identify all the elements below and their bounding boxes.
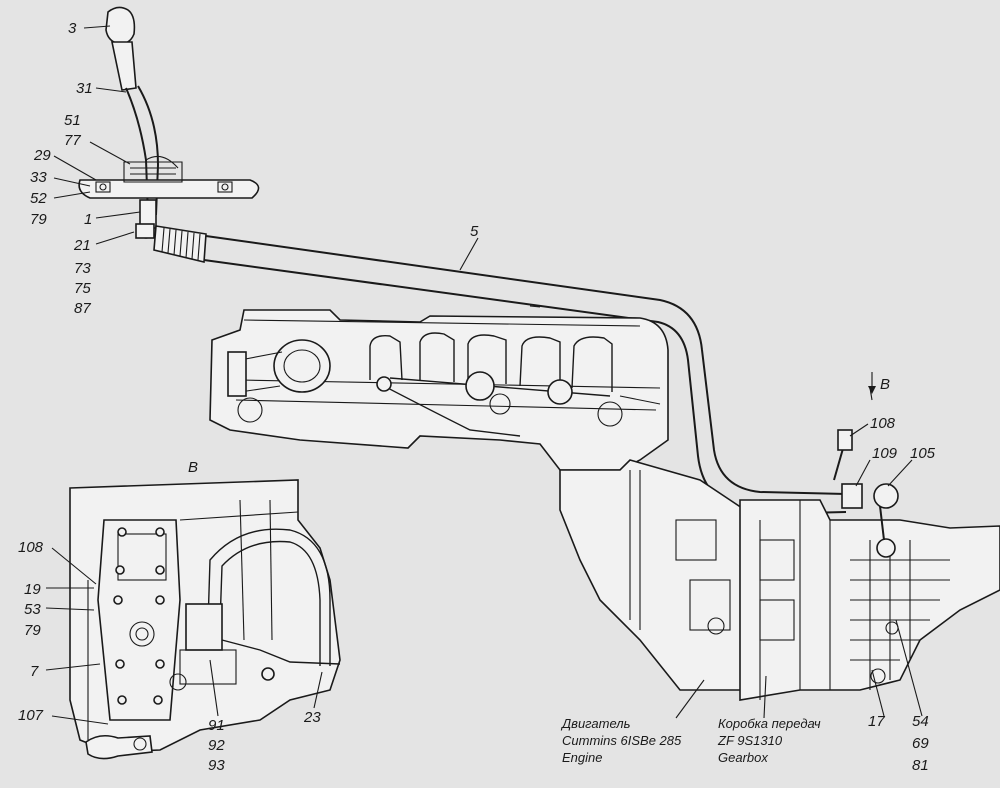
engine-caption-model: Cummins 6ISBe 285 (562, 733, 682, 748)
gearbox-outline (739, 429, 1000, 701)
label-23: 23 (303, 709, 321, 726)
label-view-b: B (188, 459, 198, 476)
view-b-arrow (868, 372, 876, 394)
label-91: 91 (208, 717, 225, 734)
engine-caption-ru: Двигатель (560, 716, 631, 731)
label-77: 77 (64, 132, 81, 149)
label-109: 109 (872, 445, 898, 462)
label-108-main: 108 (870, 415, 896, 432)
label-19: 19 (24, 581, 41, 598)
label-73: 73 (74, 260, 91, 277)
label-93: 93 (208, 757, 225, 774)
label-79-top: 79 (30, 211, 47, 228)
label-17: 17 (868, 713, 885, 730)
label-21: 21 (73, 237, 91, 254)
label-107: 107 (18, 707, 44, 724)
label-31: 31 (76, 80, 93, 97)
gearbox-caption: Коробка передач ZF 9S1310 Gearbox (717, 716, 821, 765)
engine-caption: Двигатель Cummins 6ISBe 285 Engine (560, 716, 682, 765)
engine-caption-en: Engine (562, 750, 602, 765)
label-81: 81 (912, 757, 929, 774)
label-33: 33 (30, 169, 47, 186)
label-108-inset: 108 (18, 539, 44, 556)
view-b-inset (69, 479, 341, 760)
engine-outline (209, 309, 761, 691)
gearbox-caption-ru: Коробка передач (718, 716, 821, 731)
label-87: 87 (74, 300, 91, 317)
gearbox-caption-model: ZF 9S1310 (717, 733, 783, 748)
label-1: 1 (84, 211, 92, 228)
part-labels: 3 31 51 77 29 33 52 79 1 21 73 75 87 5 B… (18, 20, 936, 774)
label-54: 54 (912, 713, 929, 730)
gear-lever-assembly (78, 6, 260, 239)
label-79-inset: 79 (24, 622, 41, 639)
label-51: 51 (64, 112, 81, 129)
label-52: 52 (30, 190, 47, 207)
label-view-arrow-b: B (880, 376, 890, 393)
gearbox-caption-en: Gearbox (718, 750, 768, 765)
label-53: 53 (24, 601, 41, 618)
label-3: 3 (68, 20, 77, 37)
label-92: 92 (208, 737, 225, 754)
label-7: 7 (30, 663, 39, 680)
label-29: 29 (33, 147, 51, 164)
label-5: 5 (470, 223, 479, 240)
label-75: 75 (74, 280, 91, 297)
leader-lines (45, 25, 923, 725)
label-69: 69 (912, 735, 929, 752)
label-105: 105 (910, 445, 936, 462)
